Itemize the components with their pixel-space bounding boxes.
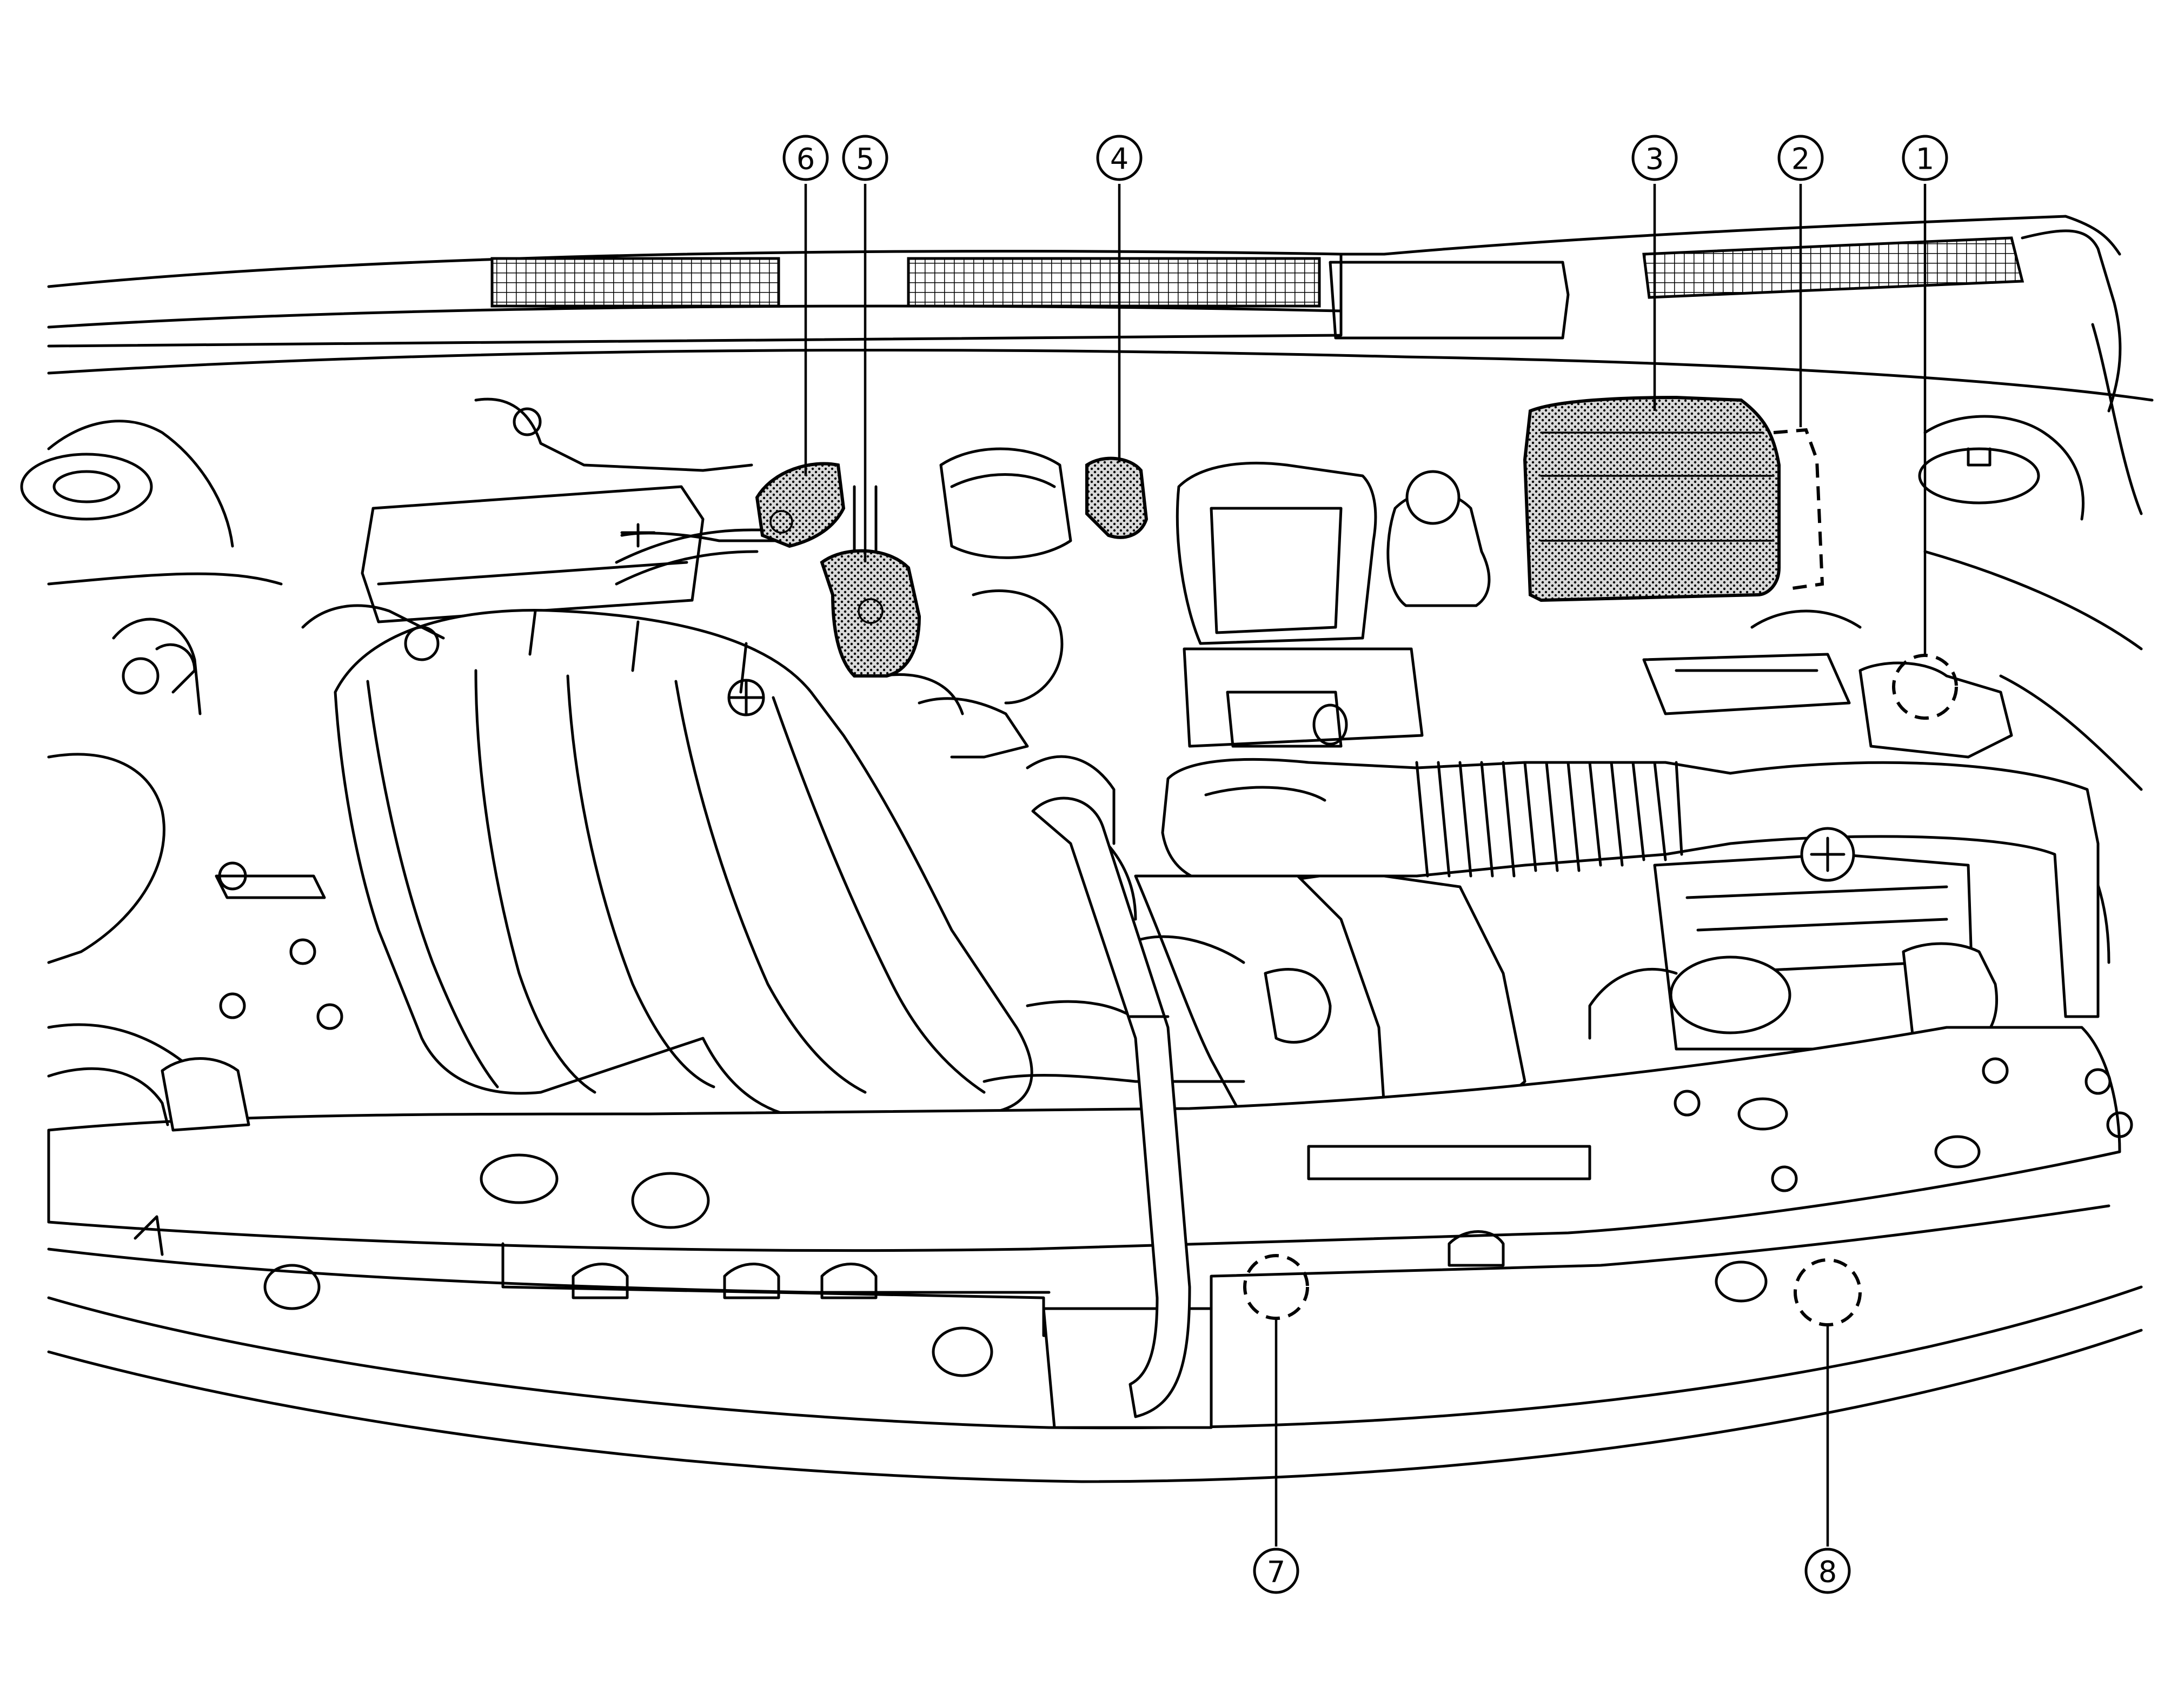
callout-8-label: 8 xyxy=(1818,1555,1837,1589)
callout-6: 6 xyxy=(782,135,829,181)
callout-7-label: 7 xyxy=(1267,1555,1285,1589)
callout-3-label: 3 xyxy=(1645,142,1664,176)
component-5-port xyxy=(858,598,884,624)
ipdm-relay-box xyxy=(1523,395,1781,602)
left-rear-components xyxy=(361,397,791,623)
callout-2: 2 xyxy=(1777,135,1824,181)
cowl-grille-center xyxy=(907,257,1321,308)
callout-5: 5 xyxy=(842,135,888,181)
cowl-grille-left xyxy=(490,257,780,308)
cowl-grille-right xyxy=(1642,236,2024,299)
component-5 xyxy=(820,549,921,678)
callout-4-label: 4 xyxy=(1110,142,1128,176)
callout-8: 8 xyxy=(1804,1548,1851,1594)
lower-center xyxy=(983,874,1526,1121)
left-misc-parts xyxy=(47,643,326,1256)
left-strut-tower xyxy=(20,420,283,1083)
callout-leaders xyxy=(804,184,1927,1547)
ipdm-relay-box-ribs xyxy=(1540,432,1775,542)
callout-2-label: 2 xyxy=(1791,142,1810,176)
dashed-circle-7 xyxy=(1243,1254,1309,1320)
cowl-top xyxy=(47,215,2154,413)
component-6 xyxy=(755,462,846,548)
callout-4: 4 xyxy=(1096,135,1143,181)
air-cleaner xyxy=(1176,461,1491,748)
upper-radiator-hose xyxy=(1031,797,1191,1418)
callout-5-label: 5 xyxy=(856,142,874,176)
component-6-port xyxy=(769,510,793,534)
callout-1-label: 1 xyxy=(1916,142,1934,176)
component-4 xyxy=(1085,456,1149,539)
dashed-region-2 xyxy=(1773,428,1824,591)
dashed-circle-8 xyxy=(1794,1258,1862,1326)
callout-1: 1 xyxy=(1902,135,1948,181)
intake-manifold xyxy=(301,604,1033,1121)
callout-7: 7 xyxy=(1253,1548,1299,1594)
right-lower-components xyxy=(1588,609,2013,1051)
callout-3: 3 xyxy=(1631,135,1678,181)
callout-6-label: 6 xyxy=(796,142,815,176)
radiator-core-support xyxy=(47,938,2143,1483)
